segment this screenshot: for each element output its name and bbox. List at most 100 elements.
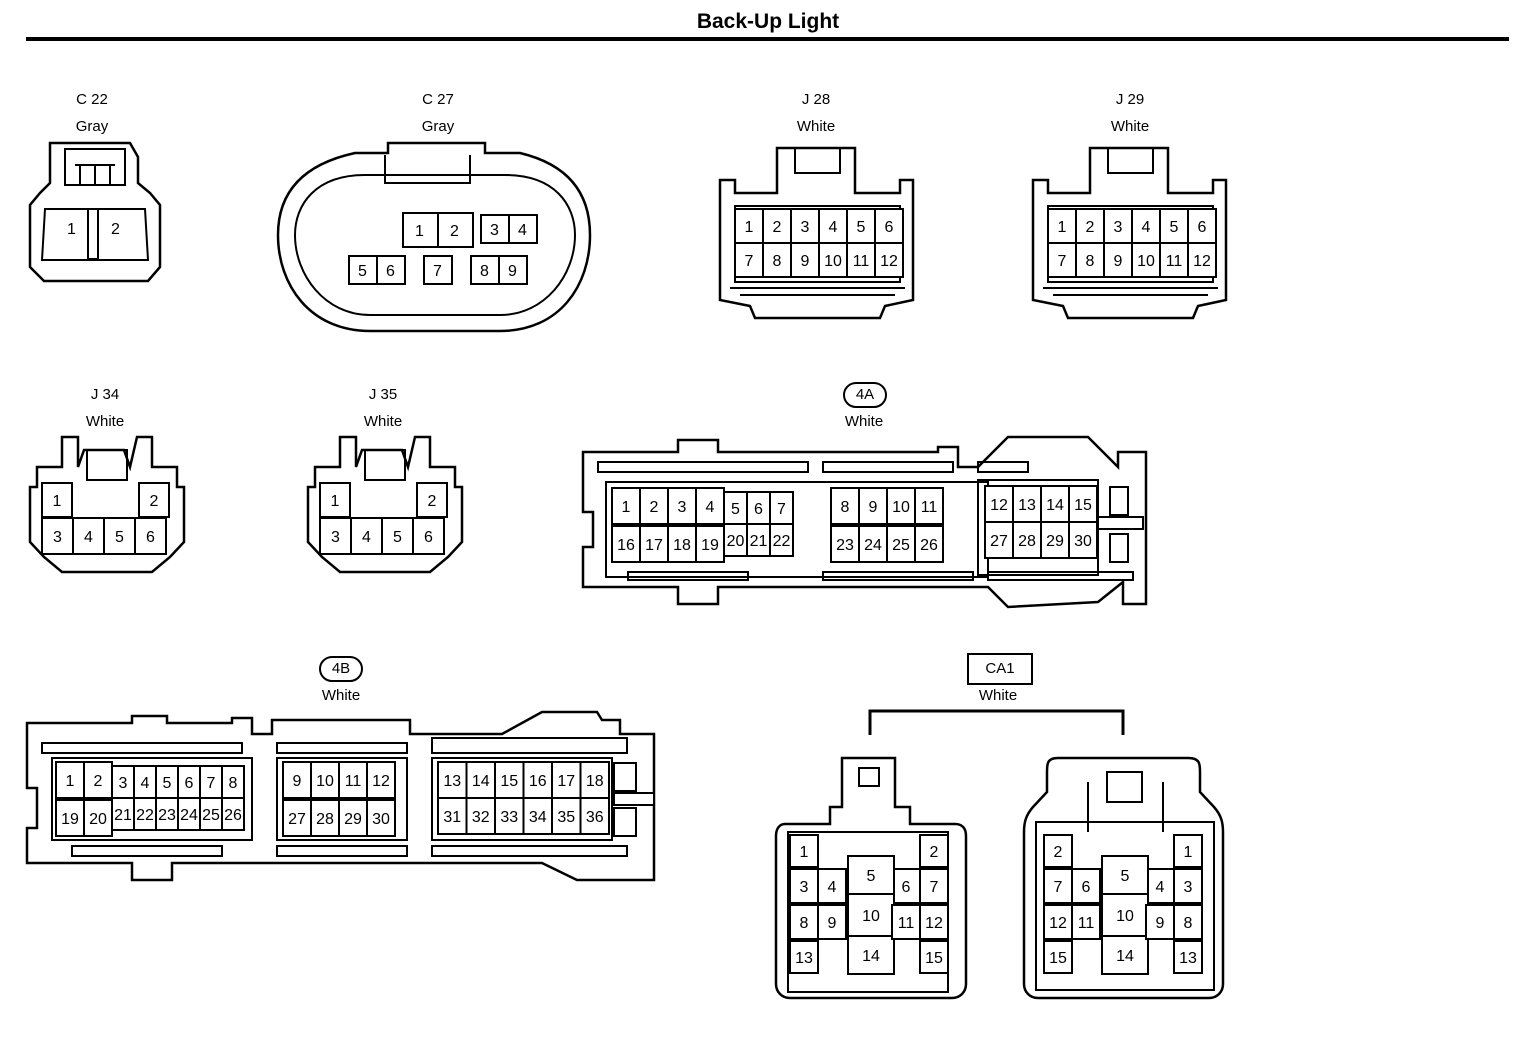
c4a-pin-30: 30 <box>1074 533 1092 550</box>
ca1-right-pin-7: 7 <box>1054 879 1063 896</box>
j34-id-label: J 34 <box>90 386 120 403</box>
c4a-pin-26-cell <box>914 525 944 563</box>
c4b-pin-8: 8 <box>229 775 238 792</box>
c4a-pin-28-cell <box>1012 521 1042 559</box>
c4a-pin-8: 8 <box>841 499 850 516</box>
c4b-pin-1-cell <box>55 761 85 799</box>
c27-id-label: C 27 <box>422 91 454 108</box>
ca1-left-pin-4-cell <box>817 868 847 904</box>
c4b-pin-13: 13 <box>443 773 461 790</box>
c27-pin-1: 1 <box>415 223 424 240</box>
c4b-pin-19: 19 <box>61 811 79 828</box>
ca1-left-pin-7-cell <box>919 868 949 904</box>
ca1-right-pin-6-cell <box>1071 868 1101 904</box>
c4a-pin-7: 7 <box>777 501 786 518</box>
j35-pin-1: 1 <box>331 493 340 510</box>
c4b-pin-30-cell <box>366 799 396 837</box>
j28-color-label: White <box>796 118 836 135</box>
j29-pin-11: 11 <box>1166 253 1183 270</box>
ca1-right-pin-2: 2 <box>1054 844 1063 861</box>
c4a-pin-16-cell <box>611 525 641 563</box>
c4a-pin-17: 17 <box>645 537 663 554</box>
ca1-right-pin-15: 15 <box>1049 950 1067 967</box>
c4a-pin-29-cell <box>1040 521 1070 559</box>
c4a-pin-17-cell <box>639 525 669 563</box>
j34-pin-1: 1 <box>53 493 62 510</box>
c27-pin-7: 7 <box>433 263 442 280</box>
c4a-pin-20: 20 <box>727 533 745 550</box>
ca1-left-pin-12-cell <box>919 904 949 940</box>
c4b-pin-31: 31 <box>443 809 461 826</box>
c4b-pin-12: 12 <box>372 773 390 790</box>
ca1-right-pin-8: 8 <box>1184 915 1193 932</box>
c4a-pin-26: 26 <box>920 537 938 554</box>
c4a-pin-8-cell <box>830 487 860 525</box>
j28-id-label: J 28 <box>801 91 831 108</box>
c4a-pin-5: 5 <box>731 501 740 518</box>
j29-pin-1: 1 <box>1058 219 1067 236</box>
j28-pin-3: 3 <box>801 219 810 236</box>
c4b-pin-24: 24 <box>180 807 198 824</box>
c4b-pin-2: 2 <box>94 773 103 790</box>
j34-pin-4: 4 <box>84 529 93 546</box>
c4b-pin-36: 36 <box>586 809 604 826</box>
ca1-left-pin-7: 7 <box>930 879 939 896</box>
ca1-right-pin-14: 14 <box>1116 948 1134 965</box>
c4a-pin-9: 9 <box>869 499 878 516</box>
j29-pin-3: 3 <box>1114 219 1123 236</box>
j29-pin-7-cell <box>1047 242 1077 278</box>
c4b-pin-31-cell <box>437 797 468 835</box>
c4a-pin-22-cell <box>769 523 794 557</box>
j29-pin-4: 4 <box>1142 219 1151 236</box>
ca1-right-pin-13: 13 <box>1179 950 1197 967</box>
ca1-right-pin-10: 10 <box>1116 908 1134 925</box>
ca1-right-pin-6: 6 <box>1082 879 1091 896</box>
j28-pin-9: 9 <box>801 253 810 270</box>
title-rule <box>26 37 1509 41</box>
c4b-pin-1: 1 <box>66 773 75 790</box>
c4b-pin-35: 35 <box>557 809 575 826</box>
c4a-pin-15-cell <box>1068 485 1098 523</box>
j28-pin-12-cell <box>874 242 904 278</box>
ca1-right-pin-7-cell <box>1043 868 1073 904</box>
c4b-pin-27: 27 <box>288 811 306 828</box>
j28-pin-11: 11 <box>853 253 870 270</box>
c4b-pin-26-cell <box>221 797 245 831</box>
c27-pin-6: 6 <box>386 263 395 280</box>
ca1-left-pin-14-cell <box>847 935 895 975</box>
c4b-pin-10: 10 <box>316 773 334 790</box>
c4b-id-label: 4B <box>319 656 363 682</box>
c27-pin-5: 5 <box>358 263 367 280</box>
c4b-pin-5: 5 <box>163 775 172 792</box>
ca1-left-pin-9-cell <box>817 904 847 940</box>
j29-pin-10: 10 <box>1137 253 1155 270</box>
j28-pin-5: 5 <box>857 219 866 236</box>
c27-pin-4: 4 <box>518 222 527 239</box>
j35-pin-2: 2 <box>428 493 437 510</box>
j34-pin-3: 3 <box>53 529 62 546</box>
ca1-left-pin-4: 4 <box>828 879 837 896</box>
c4a-pin-29: 29 <box>1046 533 1064 550</box>
c4b-pin-11: 11 <box>345 773 362 790</box>
c4b-pin-36-cell <box>579 797 610 835</box>
c4a-pin-6: 6 <box>754 501 763 518</box>
j28-pin-2-cell <box>762 208 792 244</box>
c4b-pin-4: 4 <box>141 775 150 792</box>
c4a-pin-10: 10 <box>892 499 910 516</box>
ca1-left-pin-6-cell <box>891 868 921 904</box>
ca1-left-pin-6: 6 <box>902 879 911 896</box>
c27-pin-8: 8 <box>480 263 489 280</box>
ca1-right-pin-15-cell <box>1043 940 1073 974</box>
j34-pin-6: 6 <box>146 529 155 546</box>
ca1-right-pin-9-cell <box>1145 904 1175 940</box>
c4b-pin-20: 20 <box>89 811 107 828</box>
c4b-pin-3: 3 <box>119 775 128 792</box>
ca1-bracket <box>868 709 1125 735</box>
j28-pin-11-cell <box>846 242 876 278</box>
ca1-left-pin-9: 9 <box>828 915 837 932</box>
c4a-color-label: White <box>844 413 884 430</box>
j29-color-label: White <box>1110 118 1150 135</box>
c27-pin-3: 3 <box>490 222 499 239</box>
ca1-left-pin-3: 3 <box>800 879 809 896</box>
